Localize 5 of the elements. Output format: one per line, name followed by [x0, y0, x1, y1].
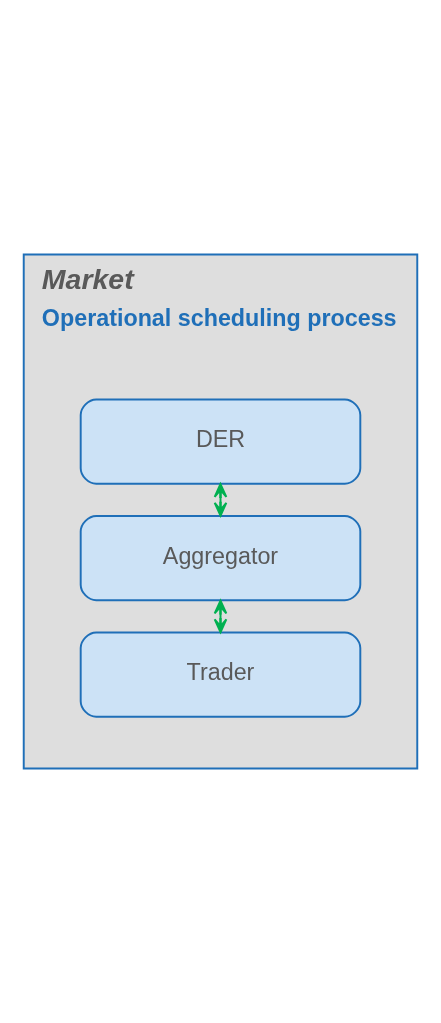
arrow — [213, 483, 228, 517]
node-box: Aggregator — [79, 515, 362, 602]
arrow — [213, 599, 228, 634]
node-box: DER — [79, 398, 362, 485]
node-box: Trader — [79, 631, 362, 718]
